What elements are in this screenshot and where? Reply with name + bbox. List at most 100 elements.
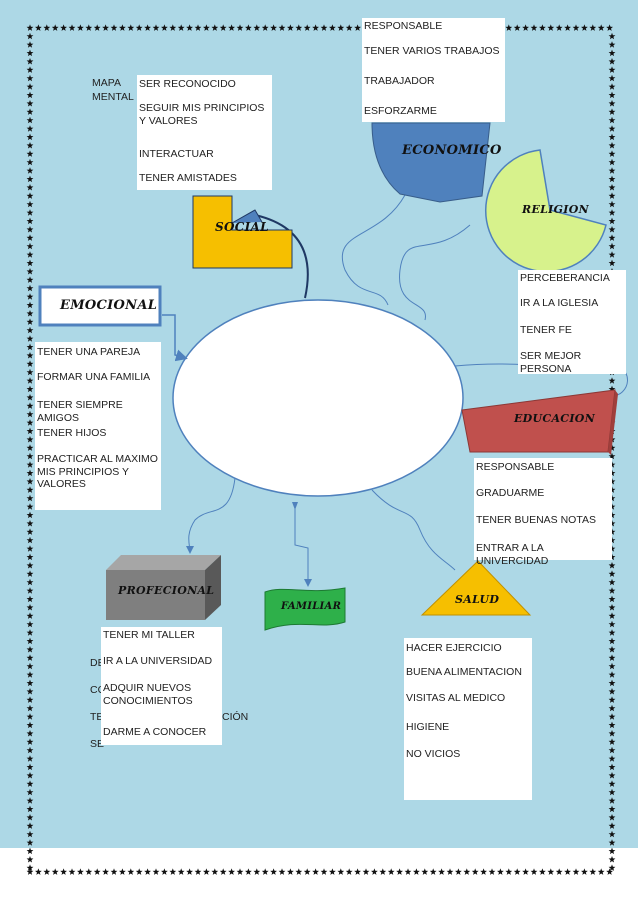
border-star [26,511,34,519]
profecional-item-2: IR A LA UNIVERSIDAD [103,655,213,667]
border-star [43,24,51,31]
economico-item-3: TRABAJADOR [364,75,435,87]
border-star [354,868,361,875]
border-star [26,293,34,300]
border-star [35,24,42,31]
religion-shape [484,149,607,273]
border-star [26,377,34,384]
religion-label: RELIGION [522,203,589,216]
border-star [26,175,34,183]
salud-item-1: HACER EJERCICIO [406,642,502,654]
border-star [68,868,76,875]
border-star [606,868,613,875]
link-profecional [185,477,236,554]
border-star [26,646,34,653]
border-star [26,427,34,435]
border-star [539,868,546,875]
border-star [26,318,34,325]
border-star [608,158,616,166]
border-star [608,142,616,149]
border-star [608,570,616,577]
border-star [26,100,34,107]
border-star [608,469,616,477]
border-star [608,562,616,569]
border-star [497,868,504,875]
border-star [608,83,616,90]
border-star [608,49,616,57]
border-star [608,763,616,771]
border-star [26,150,34,157]
border-star [287,24,294,31]
border-star [26,755,34,762]
border-star [608,620,616,628]
profecional-item-3: ADQUIR NUEVOS CONOCIMIENTOS [103,682,193,707]
border-star [608,797,616,804]
border-star [597,868,605,875]
border-star [608,604,616,611]
border-star [608,377,616,384]
border-star [608,385,616,393]
salud-list: HACER EJERCICIO BUENA ALIMENTACION VISIT… [404,638,532,800]
border-star [608,461,616,468]
border-star [608,91,616,99]
border-star [396,868,403,875]
border-star [608,587,616,594]
border-star [608,545,616,552]
border-star [85,24,93,31]
link-religion [399,224,471,321]
border-star [608,66,616,73]
border-star [119,24,126,31]
border-star [26,788,34,796]
border-star [26,402,34,409]
border-star [608,713,616,720]
religion-item-3: TENER FE [520,324,572,336]
border-star [26,217,34,225]
border-star [26,688,34,695]
border-star [371,868,378,875]
religion-list: PERCEBERANCIA IR A LA IGLESIA TENER FE S… [518,270,626,375]
border-star [329,24,336,31]
familiar-label: FAMILIAR [281,601,342,612]
border-star [26,41,34,48]
border-star [51,868,59,875]
border-star [26,200,34,208]
border-star [608,486,616,493]
educacion-item-1: RESPONSABLE [476,461,555,473]
border-star [26,478,34,485]
profecional-label: PROFECIONAL [118,584,215,597]
border-star [303,24,311,31]
border-star [26,595,34,603]
border-star [26,797,34,804]
economico-item-4: ESFORZARME [364,105,437,117]
social-item-2: SEGUIR MIS PRINCIPIOS Y VALORES [139,102,265,127]
border-star [26,847,34,855]
border-star [26,536,34,544]
border-star [278,24,286,31]
border-star [26,763,34,771]
profecional-item-4: DARME A CONOCER [103,726,207,738]
border-star [26,822,34,829]
border-star [608,772,616,779]
border-star [219,868,227,875]
emocional-shape [38,285,162,327]
border-star [608,839,616,846]
social-item-1: SER RECONOCIDO [139,78,236,90]
border-star [26,335,34,342]
border-star [26,184,34,191]
border-star [261,868,269,875]
border-star [219,24,227,31]
border-star [608,478,616,485]
border-star [26,856,34,863]
border-star [608,528,616,535]
border-star [26,696,34,703]
fragment-te: TE [90,711,104,723]
border-star [26,704,34,712]
border-star [320,24,328,31]
border-star [26,520,34,527]
economico-list: RESPONSABLE TENER VARIOS TRABAJOS TRABAJ… [362,18,505,122]
border-star [35,868,42,875]
border-star [228,24,235,31]
economico-item-2: TENER VARIOS TRABAJOS [364,45,500,57]
title-line2: MENTAL [92,90,134,103]
border-star [608,242,616,250]
